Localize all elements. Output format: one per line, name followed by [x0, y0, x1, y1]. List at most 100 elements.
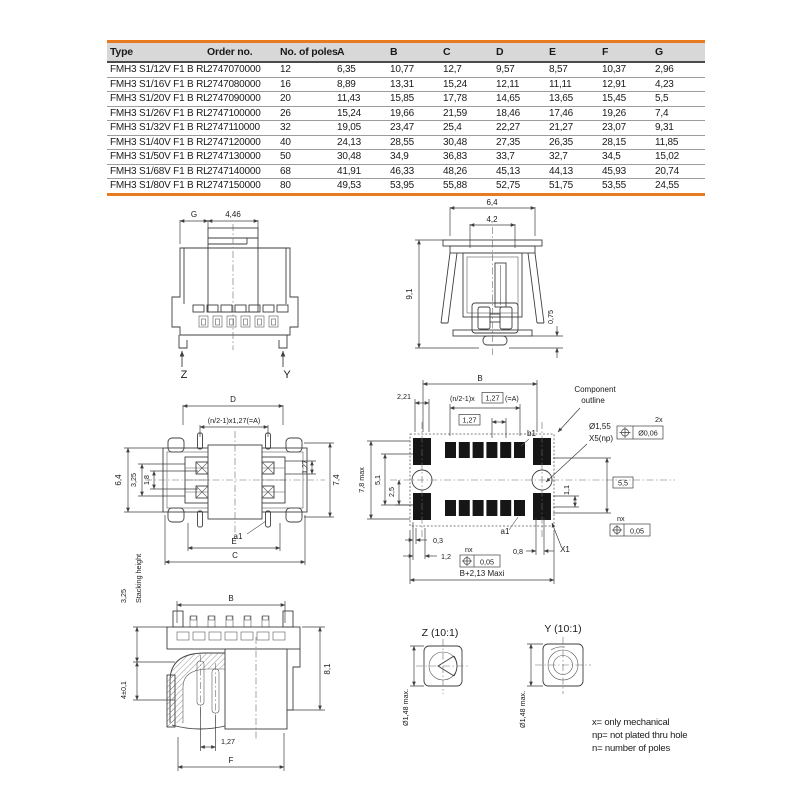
- table-cell: 9,31: [652, 120, 705, 136]
- table-cell: 45,13: [493, 164, 546, 179]
- table-cell: FMH3 S1/50V F1 B RL: [107, 149, 209, 165]
- dim-label-81: 8,1: [323, 663, 332, 675]
- table-cell: 49,53: [337, 180, 362, 191]
- dim-label-42: 4,2: [486, 215, 498, 224]
- table-cell: 28,15: [599, 135, 652, 150]
- table-cell: 25,4: [440, 120, 493, 136]
- table-header-cell: C: [440, 41, 493, 63]
- label-a1: a1: [234, 532, 243, 541]
- table-cell: 13,31: [387, 77, 440, 92]
- footnotes: x= only mechanical np= not plated thru h…: [592, 716, 687, 755]
- dim-label-g: G: [191, 210, 197, 219]
- dim-label-91: 9,1: [405, 288, 414, 300]
- table-cell: 28,55: [387, 135, 440, 150]
- table-cell: FMH3 S1/12V F1 B RL: [107, 62, 209, 78]
- stacking-height-label: Stacking height: [134, 554, 143, 603]
- dim-label-12: 1,2: [441, 552, 451, 561]
- pcb-pads: [413, 438, 551, 520]
- table-cell: 11,43: [334, 91, 387, 107]
- dim-label-11: 1,1: [562, 485, 571, 495]
- table-header-cell: Type: [107, 41, 204, 63]
- hole-dia-label: Ø1,55: [589, 422, 611, 431]
- dim-label-127: 1,27: [221, 737, 235, 746]
- table-cell: 15,24: [440, 77, 493, 92]
- table-cell: 22,27: [493, 120, 546, 136]
- table-cell: 12,91: [599, 77, 652, 92]
- dim-label-f: F: [229, 756, 234, 765]
- footnote-line: x= only mechanical: [592, 717, 670, 728]
- front-view-drawing: G 4,46 Z Y: [171, 210, 299, 381]
- svg-text:0,05: 0,05: [630, 527, 644, 536]
- table-cell: 15,24: [334, 106, 387, 121]
- detail-y-title: Y (10:1): [544, 623, 581, 635]
- tolerance-frame-right: nx 0,05: [609, 514, 651, 537]
- svg-text:1,27: 1,27: [486, 394, 500, 403]
- section-view-drawing: 3,25 Stacking height 4±0,1 B 8,1 1,27 F: [119, 554, 332, 771]
- table-cell: 9,57: [493, 62, 546, 78]
- table-header-cell: B: [387, 41, 440, 63]
- table-cell: 26: [277, 106, 334, 121]
- pcb-layout-drawing: B 2,21 (n/2-1)x 1,27 (=A) 1,27 b1 Compon…: [357, 374, 675, 584]
- table-cell: 6,35: [334, 62, 387, 78]
- table-cell: 15,45: [599, 91, 652, 107]
- footnote-line: n= number of poles: [592, 743, 670, 754]
- dim-label-25: 2,5: [387, 487, 396, 497]
- table-cell: 2747090000: [204, 91, 277, 107]
- table-cell: 2747120000: [204, 135, 277, 150]
- table-cell: FMH3 S1/32V F1 B RL: [107, 120, 209, 136]
- table-cell: 20: [277, 91, 334, 107]
- table-cell: 33,7: [493, 149, 546, 165]
- table-cell: 8,57: [546, 62, 599, 78]
- dim-label-b: B: [477, 374, 482, 383]
- table-cell: 2747100000: [204, 106, 277, 121]
- detail-z-drawing: Z (10:1) Ø1,48 max.: [401, 627, 470, 726]
- table-cell: 15,02: [652, 149, 705, 165]
- detail-z-title: Z (10:1): [422, 627, 459, 639]
- table-header-cell: A: [334, 41, 387, 63]
- table-cell: 2747140000: [204, 164, 277, 179]
- pitch-formula-label: (n/2-1)x1,27(=A): [208, 416, 261, 425]
- top-view-drawing: D (n/2-1)x1,27(=A) 6,4 3,25 1,8 1,27 7,4…: [114, 395, 341, 565]
- table-cell: 30,48: [440, 135, 493, 150]
- table-cell: 24,13: [334, 135, 387, 150]
- svg-text:0,05: 0,05: [480, 558, 494, 567]
- table-cell: 2747130000: [204, 149, 277, 165]
- table-cell: 17,46: [546, 106, 599, 121]
- table-cell: FMH3 S1/68V F1 B RL: [107, 164, 209, 179]
- table-cell: 51,75: [549, 180, 574, 191]
- table-cell: 19,66: [387, 106, 440, 121]
- dim-label-221: 2,21: [397, 392, 411, 401]
- table-cell: 21,27: [546, 120, 599, 136]
- table-header-cell: F: [599, 41, 652, 63]
- table-cell: FMH3 S1/20V F1 B RL: [107, 91, 209, 107]
- table-cell: 12,11: [493, 77, 546, 92]
- dim-label-08: 0,8: [513, 547, 523, 556]
- table-header-cell: Order no.: [204, 41, 277, 63]
- table-header-cell: No. of poles: [277, 41, 338, 63]
- dim-label-b: B: [228, 594, 233, 603]
- svg-text:5,5: 5,5: [618, 479, 628, 488]
- table-cell: 46,33: [387, 164, 440, 179]
- table-cell: 53,55: [602, 180, 627, 191]
- table-cell: 34,5: [599, 149, 652, 165]
- dim-label-d: D: [230, 395, 236, 404]
- dim-label-075: 0,75: [546, 310, 555, 324]
- table-cell: 23,47: [387, 120, 440, 136]
- dim-label-78max: 7,8 max: [357, 467, 366, 493]
- component-outline-label2: outline: [581, 396, 605, 405]
- table-cell: 19,05: [334, 120, 387, 136]
- table-cell: FMH3 S1/40V F1 B RL: [107, 135, 209, 150]
- label-a1: a1: [501, 527, 510, 536]
- table-header-cell: G: [652, 41, 705, 63]
- dim-label-325: 3,25: [129, 473, 138, 487]
- table-cell: 44,13: [546, 164, 599, 179]
- front-view-body: [171, 227, 299, 349]
- table-cell: 12,7: [440, 62, 493, 78]
- table-cell: 21,59: [440, 106, 493, 121]
